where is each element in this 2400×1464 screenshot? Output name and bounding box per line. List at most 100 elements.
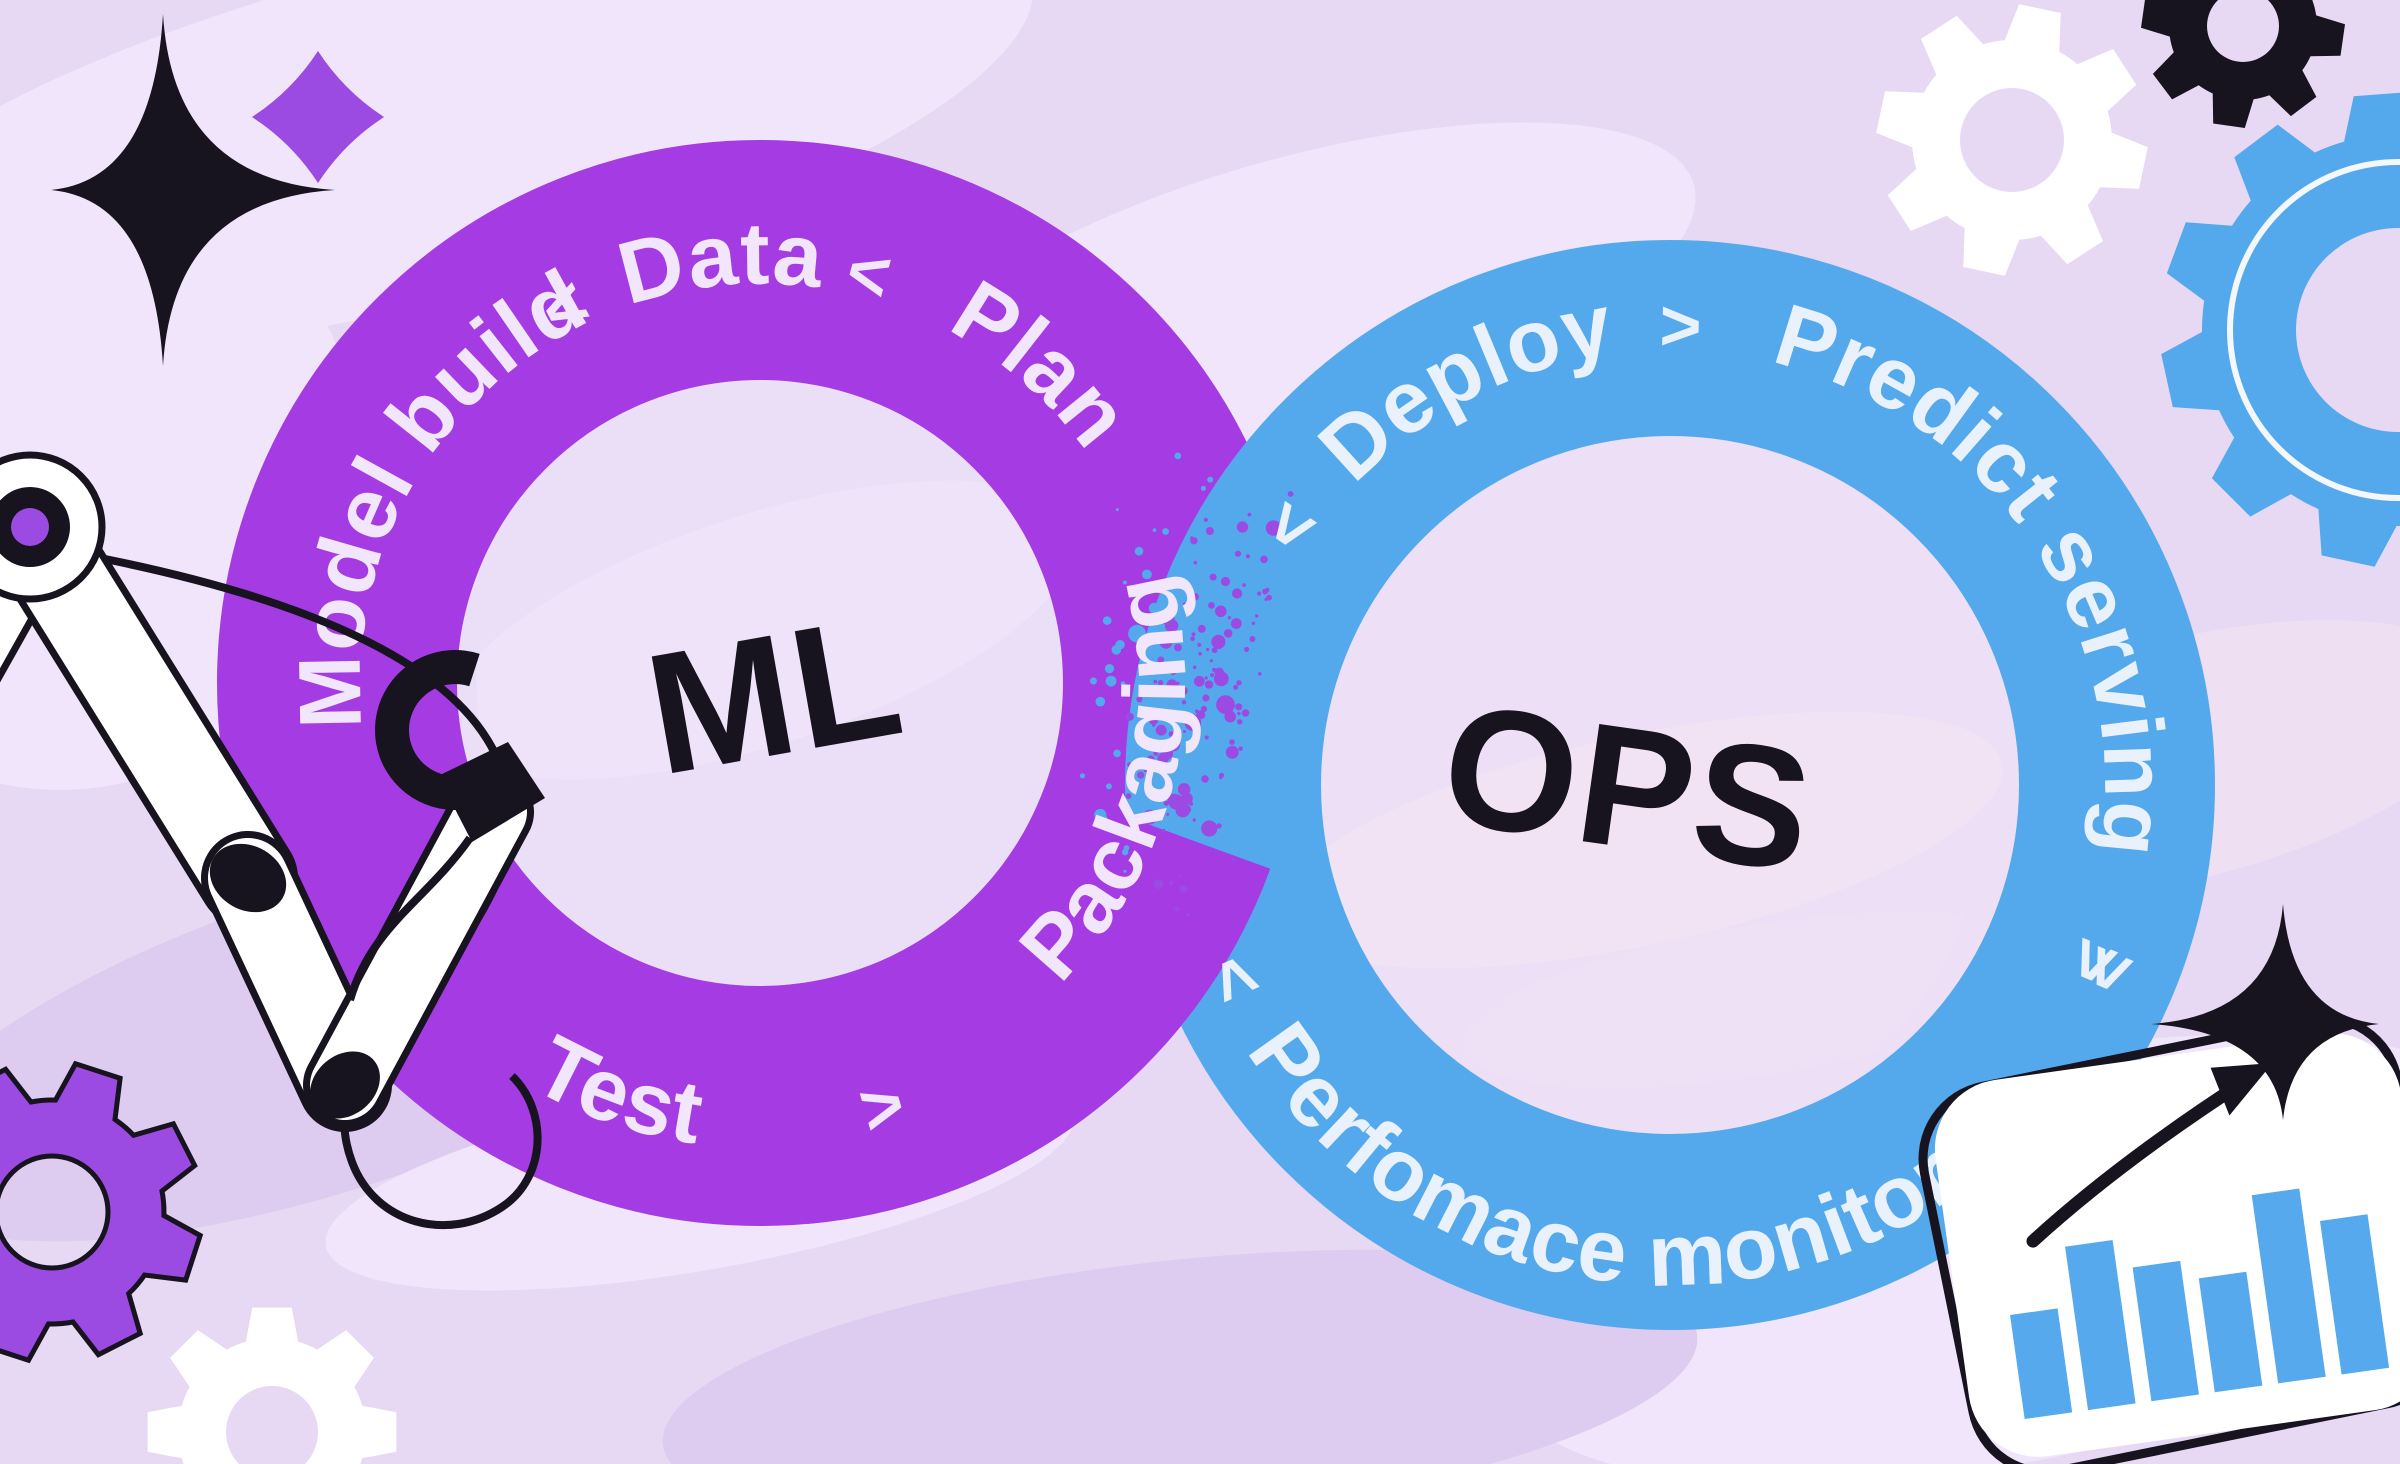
spray-dot — [1238, 746, 1243, 751]
growth-arrow-head — [2210, 1063, 2273, 1116]
spray-dot — [1241, 709, 1250, 717]
spray-dot — [1089, 677, 1097, 685]
bar-chart — [2010, 1188, 2390, 1420]
spray-dot — [1170, 739, 1177, 746]
spray-dot — [1192, 818, 1196, 822]
svg-text:Data: Data — [608, 203, 828, 323]
spray-dot — [1211, 634, 1226, 650]
chart-bar — [2132, 1260, 2199, 1402]
spray-dot — [1161, 828, 1166, 833]
spray-dot — [1200, 485, 1206, 491]
spray-dot — [1249, 636, 1256, 642]
gears-bottom-left — [0, 1060, 397, 1464]
spray-dot — [1205, 527, 1214, 535]
spray-dot — [1219, 772, 1225, 778]
chart-bar — [2319, 1214, 2390, 1375]
ml-ring — [217, 140, 1303, 1226]
spray-dot — [1201, 775, 1209, 783]
spray-dot — [1144, 584, 1150, 590]
spray-dot — [1192, 665, 1197, 670]
spray-dot — [1143, 768, 1148, 773]
spray-dot — [1220, 576, 1231, 587]
black-sparkle-icon — [2151, 904, 2379, 1120]
spray-dot — [1287, 491, 1294, 497]
card-offset-outline — [1918, 1013, 2400, 1464]
spray-dot — [1174, 906, 1179, 912]
spray-dot — [1193, 675, 1205, 687]
background-streak — [662, 1249, 1698, 1464]
chart-bar — [2251, 1188, 2326, 1384]
spray-dot — [1157, 679, 1164, 686]
chart-bar — [2065, 1240, 2136, 1411]
spray-dot — [1122, 580, 1127, 585]
spray-dot — [1191, 593, 1200, 601]
spray-dot — [1181, 792, 1193, 805]
spray-dot — [1170, 669, 1176, 676]
spray-dot — [1166, 679, 1178, 691]
spray-dot — [1153, 879, 1164, 889]
spray-dot — [1111, 645, 1122, 655]
ml-ring-overlap-segment — [784, 784, 1271, 1224]
spray-dot — [1135, 644, 1141, 649]
spray-dot — [1236, 680, 1242, 686]
arm-cable-short — [346, 835, 474, 1002]
spray-dot — [1157, 753, 1169, 765]
spray-dot — [1184, 714, 1202, 731]
chart-bar — [2010, 1308, 2073, 1420]
spray-dot — [1175, 802, 1191, 818]
spray-dot — [1265, 520, 1282, 536]
spray-dot — [1105, 783, 1112, 790]
stage-label-data: Data — [608, 203, 827, 323]
sparkles-top-left — [51, 14, 384, 366]
spray-dot — [1179, 885, 1188, 893]
spray-dot — [1079, 773, 1086, 779]
spray-dot — [1120, 681, 1126, 687]
spray-dot — [1176, 681, 1180, 686]
spray-dot — [1142, 569, 1152, 580]
blue-gear-icon — [2161, 92, 2400, 567]
spray-dot — [1186, 913, 1190, 917]
spray-dot — [1155, 724, 1167, 736]
spray-dot — [1163, 800, 1169, 806]
spray-dot — [1127, 762, 1132, 767]
spray-dot — [1153, 750, 1159, 756]
spray-dot — [1181, 700, 1187, 705]
chart-card-group — [1918, 1013, 2400, 1464]
white-gear-icon — [1876, 4, 2148, 276]
spray-dot — [1258, 672, 1262, 676]
shoulder-joint-pin — [11, 508, 49, 546]
spray-dot — [1123, 869, 1127, 873]
spray-dot — [1207, 476, 1214, 483]
spray-dot — [1152, 528, 1157, 532]
spray-dot — [1102, 616, 1112, 625]
spray-dot — [1233, 684, 1239, 690]
white-gear-icon — [147, 1307, 397, 1464]
spray-dot — [1229, 739, 1235, 745]
elbow-joint — [209, 843, 287, 913]
spray-dot — [1210, 673, 1215, 678]
spray-dot — [1202, 694, 1210, 702]
spray-dot — [1169, 881, 1173, 886]
spray-dot — [1203, 517, 1208, 523]
growth-chart-card — [1918, 904, 2400, 1464]
spray-dot — [1237, 711, 1241, 716]
spray-dot — [1153, 679, 1158, 684]
spray-dot — [1211, 647, 1218, 654]
spray-dot — [1166, 812, 1170, 816]
spray-dot — [1180, 686, 1188, 695]
spray-dot — [1244, 646, 1250, 653]
spray-dot — [1237, 719, 1243, 725]
spray-dot — [1242, 583, 1246, 587]
spray-dot — [1174, 643, 1182, 652]
spray-dot — [1167, 793, 1181, 807]
spray-dot — [1105, 675, 1117, 687]
spray-dot — [1178, 874, 1182, 878]
gripper-claw-icon — [374, 649, 523, 810]
spray-dot — [1170, 762, 1175, 767]
spray-dot — [1230, 618, 1242, 629]
spray-dot — [1190, 536, 1194, 540]
paint-spray-overlap — [1079, 452, 1294, 917]
spray-dot — [1215, 605, 1227, 618]
spray-dot — [1162, 528, 1169, 535]
spray-dot — [1204, 735, 1209, 740]
